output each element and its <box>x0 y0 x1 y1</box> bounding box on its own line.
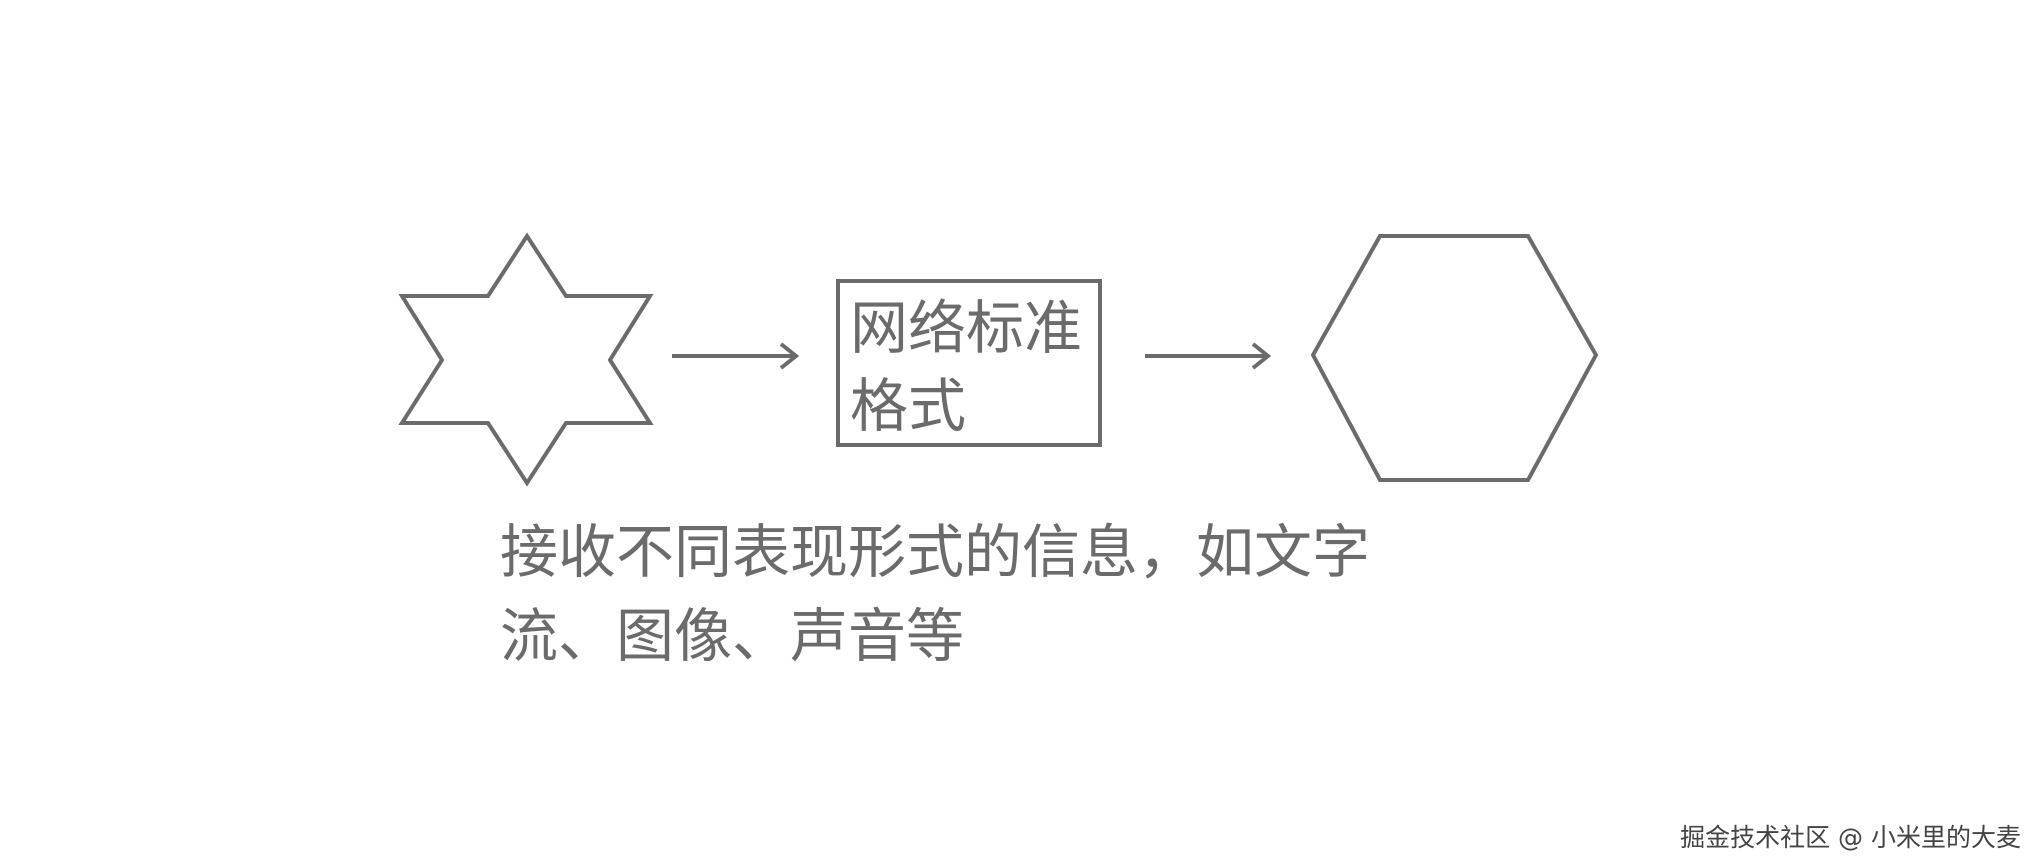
output-hexagon-shape <box>1310 234 1599 482</box>
arrow-right-1 <box>672 342 800 370</box>
process-label: 网络标准格式 <box>850 294 1083 440</box>
input-star-shape <box>398 232 654 487</box>
process-box: 网络标准格式 <box>836 279 1102 447</box>
watermark-text: 掘金技术社区 @ 小米里的大麦 <box>1680 823 2021 852</box>
arrow-right-2 <box>1145 342 1272 370</box>
diagram-caption: 接收不同表现形式的信息，如文字流、图像、声音等 <box>500 518 1371 670</box>
